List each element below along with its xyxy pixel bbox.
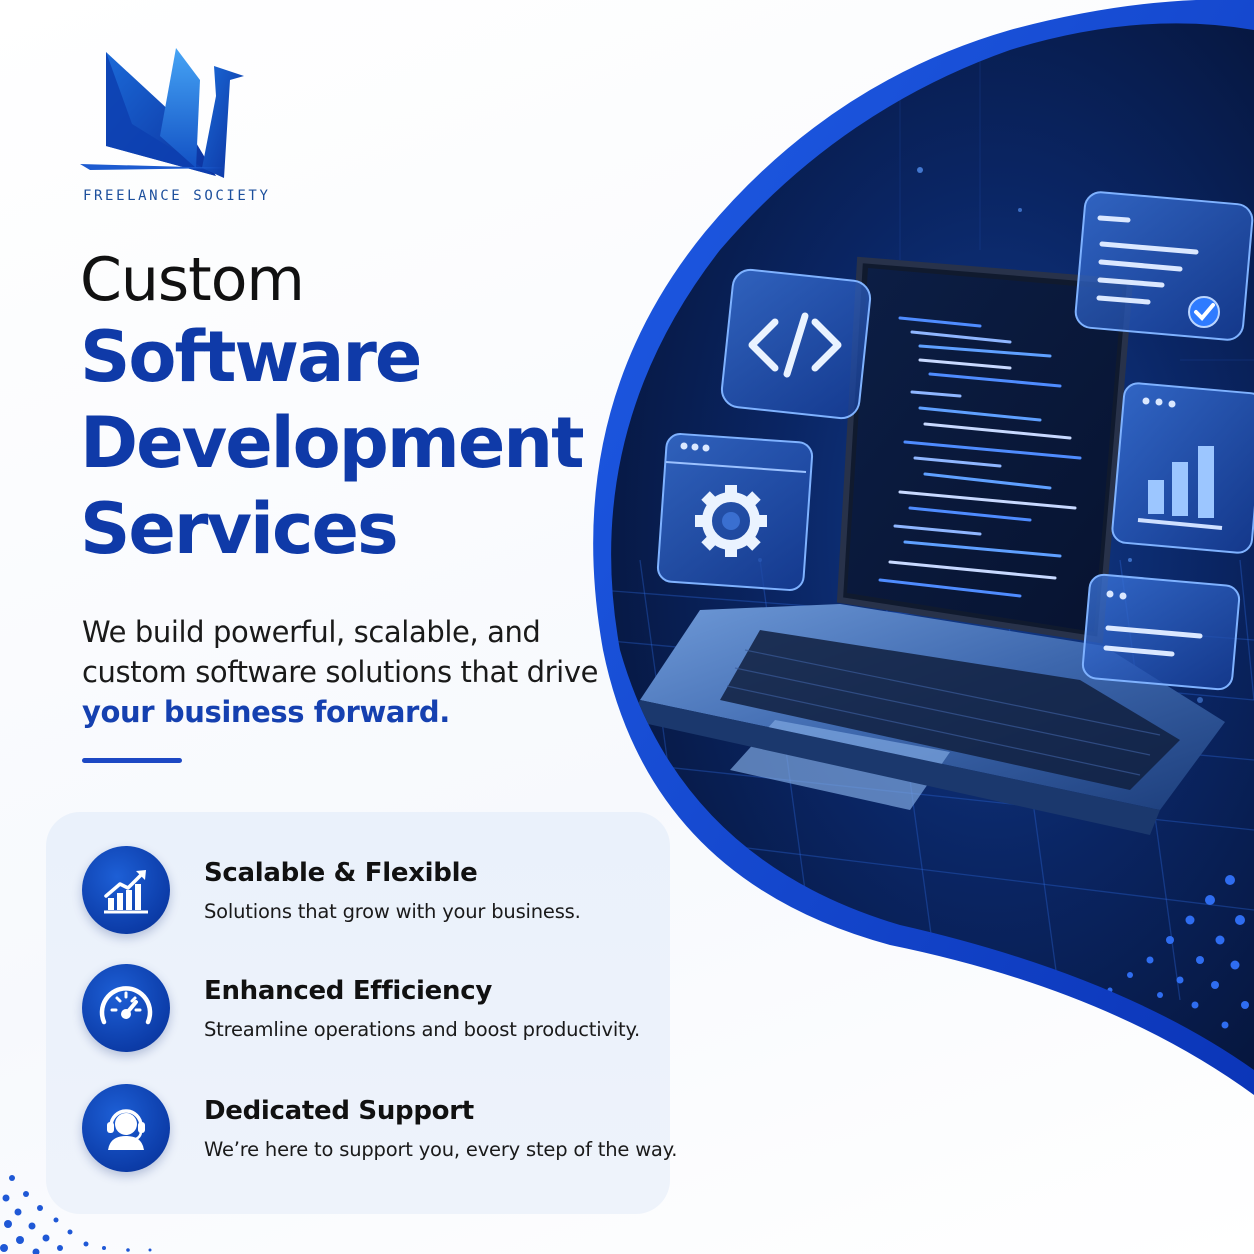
feature-item-support: Dedicated Support We’re here to support … — [82, 1084, 677, 1176]
speedometer-icon — [82, 964, 170, 1052]
feature-title: Scalable & Flexible — [204, 858, 478, 888]
bar-chart-window-icon — [1111, 382, 1254, 554]
laptop-icon — [630, 256, 1225, 835]
feature-desc: Solutions that grow with your business. — [204, 900, 581, 923]
document-checked-icon — [1074, 191, 1254, 341]
feature-desc: We’re here to support you, every step of… — [204, 1138, 678, 1161]
feature-title: Enhanced Efficiency — [204, 976, 492, 1006]
description-highlight: your business forward. — [82, 695, 450, 729]
brand-name: FREELANCE SOCIETY — [83, 188, 271, 204]
headset-support-icon — [82, 1084, 170, 1172]
description: We build powerful, scalable, and custom … — [82, 612, 602, 732]
headline: Custom Software Development Services — [80, 245, 585, 572]
gear-window-icon — [656, 433, 814, 591]
headline-line-services: Services — [80, 488, 399, 570]
code-window-icon — [720, 268, 872, 420]
feature-item-efficiency: Enhanced Efficiency Streamline operation… — [82, 964, 662, 1056]
headline-line-custom: Custom — [80, 245, 305, 315]
decorative-dots — [0, 1175, 152, 1254]
headline-line-software: Software — [80, 316, 422, 398]
divider — [82, 758, 182, 763]
growth-chart-icon — [82, 846, 170, 934]
description-text: We build powerful, scalable, and custom … — [82, 615, 599, 689]
feature-item-scalable: Scalable & Flexible Solutions that grow … — [82, 846, 662, 938]
headline-line-development: Development — [80, 402, 585, 484]
brand-logo: FREELANCE SOCIETY — [76, 46, 268, 216]
feature-panel: Scalable & Flexible Solutions that grow … — [46, 812, 677, 1214]
crane-logo-icon — [80, 48, 244, 178]
text-window-icon — [1081, 573, 1241, 691]
feature-desc: Streamline operations and boost producti… — [204, 1018, 641, 1041]
feature-title: Dedicated Support — [204, 1096, 474, 1126]
